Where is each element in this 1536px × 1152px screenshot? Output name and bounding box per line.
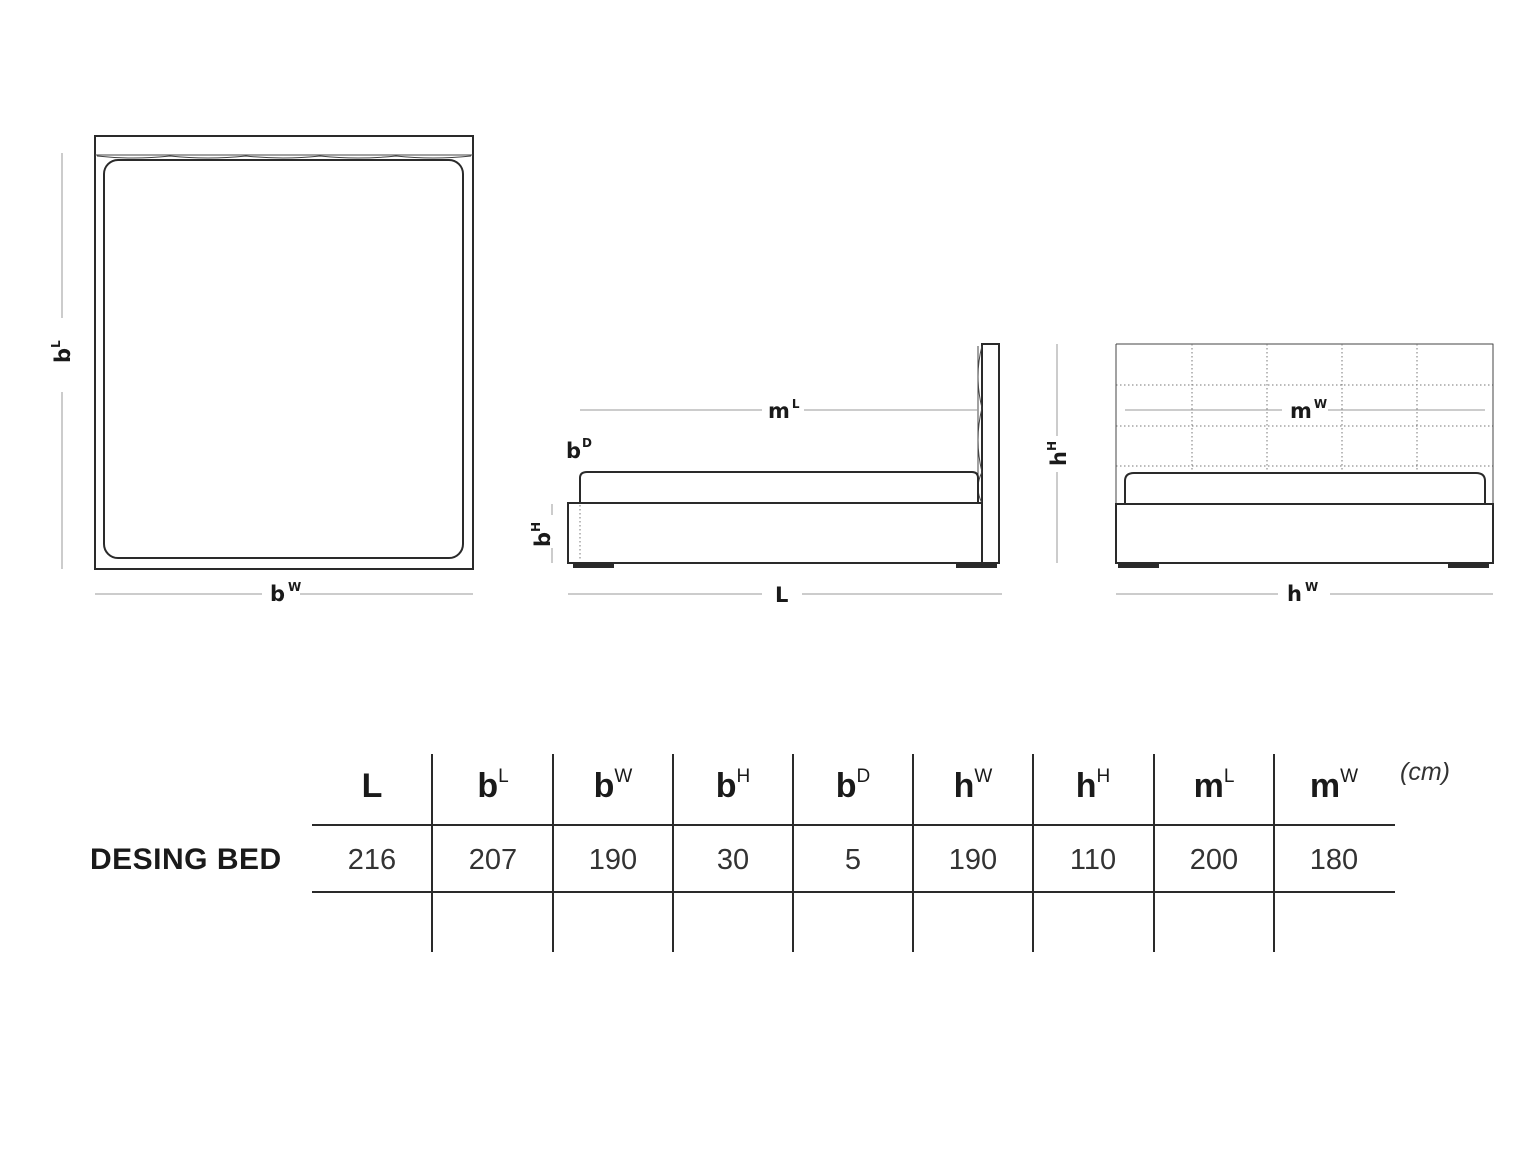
dim-label-bh-base: b: [531, 532, 555, 547]
dim-label-bd-sup: D: [582, 436, 592, 450]
side-view-foot-right: [956, 563, 997, 568]
dim-label-bl: bL: [49, 340, 75, 363]
dim-label-mw-sup: W: [1314, 397, 1327, 411]
dim-label-bh: bH: [529, 522, 555, 547]
dim-label-ml-sup: L: [792, 397, 800, 411]
dim-label-bl-base: b: [51, 348, 75, 363]
top-view-frame: [94, 135, 474, 570]
dim-label-bd-base: b: [566, 439, 581, 463]
dim-label-mw-base: m: [1290, 399, 1312, 423]
top-view-headboard-cushions: [96, 155, 472, 159]
dim-label-bl-sup: L: [49, 340, 63, 348]
dim-label-hw-base: h: [1287, 582, 1302, 606]
dim-label-l: L: [775, 583, 788, 607]
top-view-mattress: [103, 159, 464, 559]
dim-label-bw-sup: W: [288, 580, 301, 594]
front-view-headboard: [1115, 343, 1494, 505]
side-view-foot-left: [573, 563, 614, 568]
front-view-foot-right: [1448, 563, 1489, 568]
dim-label-bd: bD: [566, 436, 592, 463]
dim-label-bh-sup: H: [529, 522, 543, 532]
dim-label-l-base: L: [775, 583, 788, 607]
front-view-foot-left: [1118, 563, 1159, 568]
dim-label-ml-base: m: [768, 399, 790, 423]
side-view-mattress: [579, 471, 979, 503]
front-view-mattress: [1124, 472, 1486, 504]
dim-label-hh-base: h: [1047, 451, 1071, 466]
dim-label-hh-sup: H: [1045, 441, 1059, 451]
dim-label-hw-sup: W: [1305, 580, 1318, 594]
front-view-base: [1115, 503, 1494, 564]
dim-label-hh: hH: [1045, 441, 1071, 466]
dim-label-bw-base: b: [270, 582, 285, 606]
side-view-headboard: [981, 343, 1000, 564]
side-view-base: [567, 502, 983, 564]
